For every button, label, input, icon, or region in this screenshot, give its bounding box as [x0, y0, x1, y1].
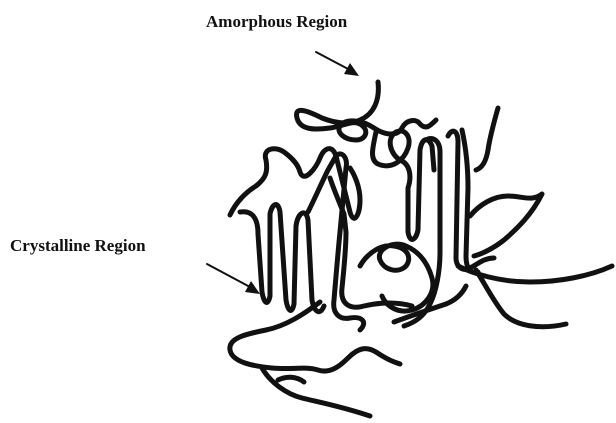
chain-right-vertical-c	[462, 130, 478, 272]
chain-center-loop	[373, 131, 435, 239]
polymer-chains	[230, 82, 612, 416]
chain-right-wing	[470, 194, 542, 256]
chain-top-amorphous-loop	[297, 82, 436, 140]
amorphous-region-label: Amorphous Region	[206, 12, 348, 31]
chain-bottom-tail	[262, 368, 370, 416]
chain-right-tail-upper	[476, 108, 498, 170]
crystalline-region-label: Crystalline Region	[10, 236, 146, 255]
amorphous-arrow	[316, 52, 359, 76]
chain-crystalline-fold-a	[240, 205, 324, 312]
crystalline-arrow	[207, 264, 260, 294]
chain-bottom-stub	[278, 377, 304, 382]
